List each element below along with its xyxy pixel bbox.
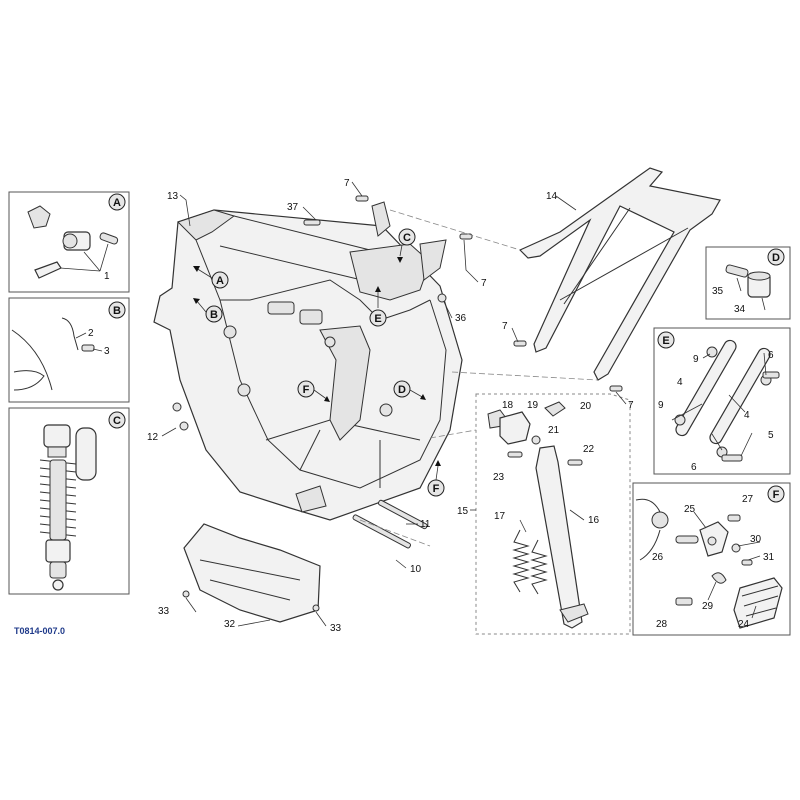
callout-4-upper: 4	[677, 377, 683, 388]
callout-10: 10	[410, 564, 422, 575]
letter-c: C	[113, 415, 121, 427]
letter-b: B	[210, 309, 218, 321]
callout-6-upper: 6	[768, 350, 774, 361]
letter-d: D	[772, 252, 780, 264]
callout-7-top: 7	[344, 178, 350, 189]
callout-27: 27	[742, 494, 754, 505]
letter-d-marker-frame: D	[393, 380, 411, 398]
callout-33-right: 33	[330, 623, 342, 634]
detail-panel-a	[8, 191, 130, 293]
callout-22: 22	[583, 444, 595, 455]
callout-9-upper: 9	[693, 354, 699, 365]
letter-f-marker-frame-right: F	[427, 479, 445, 497]
letter-markers: A B C D E F A B	[108, 193, 785, 503]
bolts-10-11	[352, 499, 428, 549]
callout-26: 26	[652, 552, 664, 563]
callout-1: 1	[104, 271, 110, 282]
letter-b-marker-frame: B	[205, 305, 223, 323]
letter-a-marker-detail: A	[108, 193, 126, 211]
callout-2: 2	[88, 328, 94, 339]
detail-panel-c	[8, 407, 130, 595]
letter-f: F	[433, 483, 440, 495]
callout-6-lower: 6	[691, 462, 697, 473]
callout-19: 19	[527, 400, 539, 411]
callout-31: 31	[763, 552, 775, 563]
guide-lines	[359, 209, 599, 547]
letter-e-marker-frame: E	[369, 309, 387, 327]
callout-7-right: 7	[481, 278, 487, 289]
callout-21: 21	[548, 425, 560, 436]
letter-f-marker-frame-left: F	[297, 380, 315, 398]
detail-panel-f	[632, 482, 791, 636]
callout-13: 13	[167, 191, 179, 202]
letter-f: F	[773, 489, 780, 501]
rear-subframe	[518, 167, 721, 381]
letter-c-marker-detail: C	[108, 411, 126, 429]
callout-7-bottom: 7	[628, 400, 634, 411]
letter-e-marker-detail: E	[657, 331, 675, 349]
callout-12: 12	[147, 432, 159, 443]
letter-c: C	[403, 232, 411, 244]
callout-33-left: 33	[158, 606, 170, 617]
callout-32: 32	[224, 619, 236, 630]
callout-16: 16	[588, 515, 600, 526]
callout-14: 14	[546, 191, 558, 202]
leader-lines	[161, 181, 627, 627]
callout-5: 5	[768, 430, 774, 441]
callout-37: 37	[287, 202, 299, 213]
letter-c-marker-frame: C	[398, 228, 416, 246]
skid-plate	[182, 523, 321, 623]
side-stand-panel	[475, 393, 631, 635]
callout-9-lower: 9	[658, 400, 664, 411]
letter-e: E	[662, 335, 669, 347]
letter-a: A	[113, 197, 121, 209]
detail-panel-e	[653, 327, 791, 475]
letter-e: E	[374, 313, 381, 325]
callout-3: 3	[104, 346, 110, 357]
letter-f: F	[303, 384, 310, 396]
callout-17: 17	[494, 511, 506, 522]
callout-23: 23	[493, 472, 505, 483]
detail-panel-d	[705, 246, 791, 320]
detail-panel-b	[8, 297, 130, 403]
callout-29: 29	[702, 601, 714, 612]
callout-30: 30	[750, 534, 762, 545]
letter-b: B	[113, 305, 121, 317]
letter-arrows	[193, 244, 441, 481]
callout-34: 34	[734, 304, 746, 315]
letter-b-marker-detail: B	[108, 301, 126, 319]
callout-7-mid: 7	[502, 321, 508, 332]
letter-d: D	[398, 384, 406, 396]
callout-35: 35	[712, 286, 724, 297]
callout-24: 24	[738, 619, 750, 630]
letter-d-marker-detail: D	[767, 248, 785, 266]
main-frame	[153, 201, 463, 521]
part-callouts: 1 2 3 4 4 5 6 6 7 7 7 7 9 9 10 11 12 13 …	[88, 178, 775, 634]
callout-36: 36	[455, 313, 467, 324]
callout-25: 25	[684, 504, 696, 515]
callout-28: 28	[656, 619, 668, 630]
callout-20: 20	[580, 401, 592, 412]
callout-4-lower: 4	[744, 410, 750, 421]
small-fasteners	[172, 195, 623, 431]
letter-a-marker-frame: A	[211, 271, 229, 289]
callout-18: 18	[502, 400, 514, 411]
letter-f-marker-detail: F	[767, 485, 785, 503]
letter-a: A	[216, 275, 224, 287]
callout-15: 15	[457, 506, 469, 517]
callout-11: 11	[420, 519, 431, 530]
drawing-code: T0814-007.0	[14, 626, 65, 636]
